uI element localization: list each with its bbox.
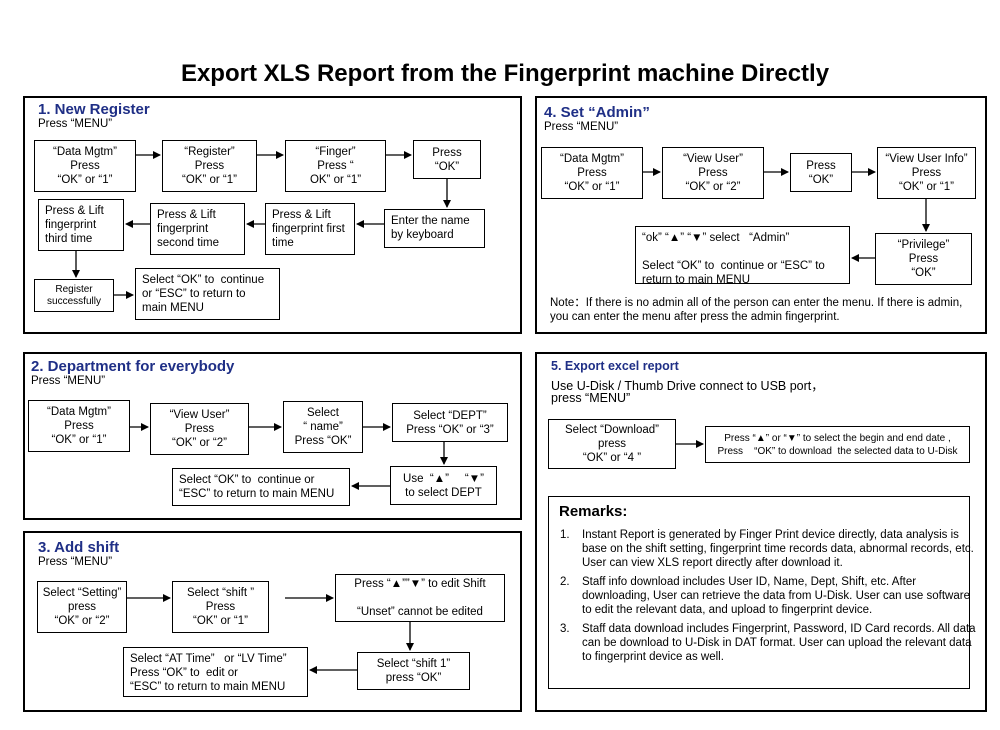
section4-subtitle: Press “MENU” <box>544 121 619 133</box>
panel-new-register <box>23 96 522 334</box>
section3-title: 3. Add shift <box>38 539 120 556</box>
remarks-title: Remarks: <box>559 503 628 520</box>
s1-press-ok-box: Press “OK” <box>413 140 481 179</box>
s4-privilege-box: “Privilege” Press “OK” <box>875 233 972 285</box>
s3-select-time-box: Select “AT Time” or “LV Time” Press “OK”… <box>123 647 308 697</box>
remark-text: Instant Report is generated by Finger Pr… <box>582 529 974 569</box>
section5-press-menu: press “MENU” <box>551 391 631 405</box>
section2-title: 2. Department for everybody <box>31 358 235 375</box>
s3-edit-shift-box: Press “▲””▼” to edit Shift “Unset” canno… <box>335 574 505 622</box>
remark-number: 3. <box>560 623 570 635</box>
s4-select-admin-box: “ok” “▲” “▼” select “Admin” Select “OK” … <box>635 226 850 286</box>
remark-text: Staff data download includes Fingerprint… <box>582 623 976 663</box>
s2-use-arrows-box: Use “▲” “▼” to select DEPT <box>390 466 497 505</box>
s1-finger-box: “Finger” Press “ OK” or “1” <box>285 140 386 192</box>
s4-view-user-box: “View User” Press “OK” or “2” <box>662 147 764 199</box>
s4-note: Note：If there is no admin all of the per… <box>550 297 963 323</box>
s3-select-setting-box: Select “Setting” press “OK” or “2” <box>37 581 127 633</box>
remark-number: 1. <box>560 529 570 541</box>
s1-data-mgtm-box: “Data Mgtm” Press “OK” or “1” <box>34 140 136 192</box>
s1-enter-name-box: Enter the name by keyboard <box>384 209 485 248</box>
s2-continue-box: Select “OK” to continue or “ESC” to retu… <box>172 468 350 506</box>
section5-title: 5. Export excel report <box>551 359 679 373</box>
s1-continue-box: Select “OK” to continue or “ESC” to retu… <box>135 268 280 320</box>
panel-export-excel <box>535 352 987 712</box>
panel-department <box>23 352 522 520</box>
section5-usb-line: Use U-Disk / Thumb Drive connect to USB … <box>551 379 824 393</box>
s5-select-date-box: Press “▲” or “▼” to select the begin and… <box>705 426 970 463</box>
remark-text: Staff info download includes User ID, Na… <box>582 576 970 616</box>
s2-data-mgtm-box: “Data Mgtm” Press “OK” or “1” <box>28 400 130 452</box>
s4-press-ok-box: Press “OK” <box>790 153 852 192</box>
page-title: Export XLS Report from the Fingerprint m… <box>180 60 830 87</box>
s3-select-shift1-box: Select “shift 1” press “OK” <box>357 652 470 690</box>
section1-title: 1. New Register <box>38 101 150 118</box>
section3-subtitle: Press “MENU” <box>38 556 113 568</box>
s1-register-box: “Register” Press “OK” or “1” <box>162 140 257 192</box>
remark-number: 2. <box>560 576 570 588</box>
s1-register-success-box: Register successfully <box>34 279 114 312</box>
remarks-panel <box>548 496 970 689</box>
s5-select-download-box: Select “Download” press “OK” or “4 ” <box>548 419 676 469</box>
section1-subtitle: Press “MENU” <box>38 118 113 130</box>
s3-select-shift-box: Select “shift ” Press “OK” or “1” <box>172 581 269 633</box>
s2-select-name-box: Select “ name” Press “OK” <box>283 401 363 453</box>
s2-select-dept-box: Select “DEPT” Press “OK” or “3” <box>392 403 508 442</box>
section4-title: 4. Set “Admin” <box>544 104 650 121</box>
s4-view-user-info-box: “View User Info” Press “OK” or “1” <box>877 147 976 199</box>
panel-add-shift <box>23 531 522 712</box>
s1-third-time-box: Press & Lift fingerprint third time <box>38 199 124 251</box>
s1-second-time-box: Press & Lift fingerprint second time <box>150 203 245 255</box>
s1-first-time-box: Press & Lift fingerprint first time <box>265 203 355 255</box>
s4-data-mgtm-box: “Data Mgtm” Press “OK” or “1” <box>541 147 643 199</box>
panel-set-admin <box>535 96 987 334</box>
s2-view-user-box: “View User” Press “OK” or “2” <box>150 403 249 455</box>
section2-subtitle: Press “MENU” <box>31 375 106 387</box>
